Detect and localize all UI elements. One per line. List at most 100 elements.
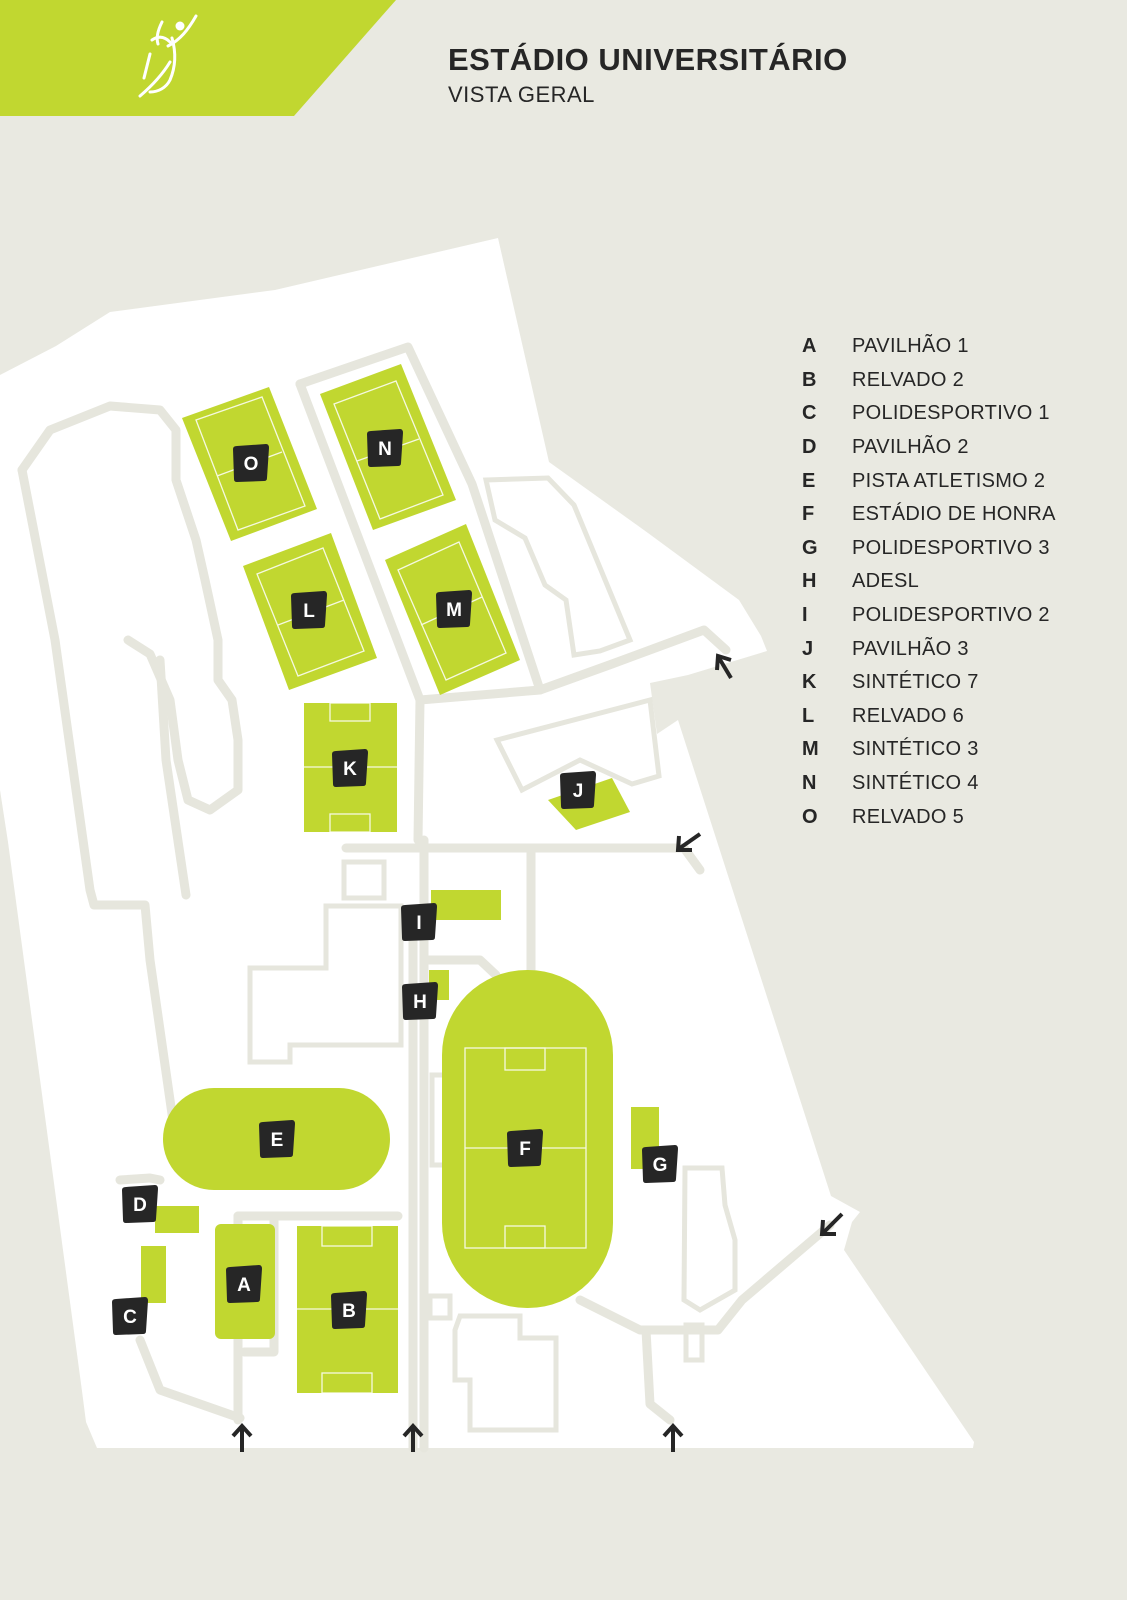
legend-letter: G (802, 536, 818, 559)
entrance-arrow-icon (662, 1423, 684, 1452)
legend-letter: N (802, 772, 817, 795)
marker-label: F (519, 1139, 531, 1160)
marker-k[interactable]: K (332, 749, 368, 787)
legend-item-n: N SINTÉTICO 4 (802, 767, 1056, 801)
legend-name: SINTÉTICO 7 (852, 671, 979, 694)
legend-name: PAVILHÃO 1 (852, 335, 969, 358)
marker-n[interactable]: N (367, 429, 403, 467)
legend-name: POLIDESPORTIVO 1 (852, 402, 1050, 425)
marker-shape (331, 1291, 367, 1329)
marker-label: C (123, 1307, 137, 1328)
legend-item-h: H ADESL (802, 565, 1056, 599)
legend-letter: I (802, 604, 808, 627)
marker-shape (560, 771, 596, 809)
legend-letter: D (802, 436, 817, 459)
legend-item-f: F ESTÁDIO DE HONRA (802, 498, 1056, 532)
legend-item-g: G POLIDESPORTIVO 3 (802, 532, 1056, 566)
marker-label: B (342, 1301, 356, 1322)
marker-shape (401, 903, 437, 941)
legend-name: POLIDESPORTIVO 3 (852, 536, 1050, 559)
entrance-arrow-icon (675, 832, 702, 852)
marker-f[interactable]: F (507, 1129, 543, 1167)
marker-label: N (378, 439, 392, 460)
marker-label: O (244, 454, 259, 475)
court-i (431, 890, 501, 920)
marker-shape (367, 429, 403, 467)
legend-letter: J (802, 637, 814, 660)
legend-letter: L (802, 704, 815, 727)
marker-label: G (653, 1155, 668, 1176)
marker-shape (259, 1120, 295, 1158)
legend-letter: F (802, 503, 815, 526)
legend-name: SINTÉTICO 3 (852, 738, 979, 761)
marker-shape (436, 590, 472, 628)
legend-name: RELVADO 2 (852, 368, 964, 391)
legend-item-m: M SINTÉTICO 3 (802, 733, 1056, 767)
legend-letter: M (802, 738, 819, 761)
legend-item-i: I POLIDESPORTIVO 2 (802, 599, 1056, 633)
legend-letter: H (802, 570, 817, 593)
legend-name: RELVADO 5 (852, 805, 964, 828)
legend-name: PAVILHÃO 2 (852, 436, 969, 459)
athlete-logo-icon (138, 14, 198, 98)
hall-d (155, 1206, 199, 1233)
marker-label: J (573, 781, 584, 802)
marker-shape (291, 591, 327, 629)
legend-letter: K (802, 671, 817, 694)
marker-d[interactable]: D (122, 1185, 158, 1223)
marker-c[interactable]: C (112, 1297, 148, 1335)
legend-name: ADESL (852, 570, 920, 593)
entrance-arrow-icon (819, 1212, 844, 1236)
marker-a[interactable]: A (226, 1265, 262, 1303)
marker-e[interactable]: E (259, 1120, 295, 1158)
facility-markers: A B C D E F G H I J K L M N O (112, 429, 678, 1335)
marker-label: A (237, 1275, 251, 1296)
legend-name: SINTÉTICO 4 (852, 772, 979, 795)
legend-item-b: B RELVADO 2 (802, 364, 1056, 398)
legend-name: PAVILHÃO 3 (852, 637, 969, 660)
legend-item-c: C POLIDESPORTIVO 1 (802, 397, 1056, 431)
marker-l[interactable]: L (291, 591, 327, 629)
marker-shape (642, 1145, 678, 1183)
marker-h[interactable]: H (402, 982, 438, 1020)
legend-letter: C (802, 402, 817, 425)
legend-letter: E (802, 469, 816, 492)
marker-shape (402, 982, 438, 1020)
marker-shape (507, 1129, 543, 1167)
marker-g[interactable]: G (642, 1145, 678, 1183)
marker-shape (233, 444, 269, 482)
legend-letter: B (802, 368, 817, 391)
marker-label: L (303, 601, 315, 622)
marker-label: I (416, 913, 421, 934)
marker-i[interactable]: I (401, 903, 437, 941)
header-banner (0, 0, 396, 116)
marker-shape (332, 749, 368, 787)
legend-item-e: E PISTA ATLETISMO 2 (802, 464, 1056, 498)
marker-shape (226, 1265, 262, 1303)
page-title: ESTÁDIO UNIVERSITÁRIO (448, 42, 848, 77)
marker-label: M (446, 600, 462, 621)
legend-name: PISTA ATLETISMO 2 (852, 469, 1046, 492)
legend-name: ESTÁDIO DE HONRA (852, 503, 1056, 526)
marker-label: E (271, 1130, 284, 1151)
field-markings (195, 380, 587, 1394)
legend-name: POLIDESPORTIVO 2 (852, 604, 1050, 627)
court-c (141, 1246, 166, 1303)
legend-item-d: D PAVILHÃO 2 (802, 431, 1056, 465)
legend-name: RELVADO 6 (852, 704, 964, 727)
marker-j[interactable]: J (560, 771, 596, 809)
marker-m[interactable]: M (436, 590, 472, 628)
marker-label: D (133, 1195, 147, 1216)
entrance-arrow-icon (715, 653, 733, 680)
marker-b[interactable]: B (331, 1291, 367, 1329)
marker-label: H (413, 992, 427, 1013)
legend-item-j: J PAVILHÃO 3 (802, 632, 1056, 666)
entrance-arrow-icon (231, 1423, 253, 1452)
marker-o[interactable]: O (233, 444, 269, 482)
entrance-arrow-icon (402, 1423, 424, 1452)
marker-label: K (343, 759, 357, 780)
entrance-arrows (231, 653, 844, 1452)
